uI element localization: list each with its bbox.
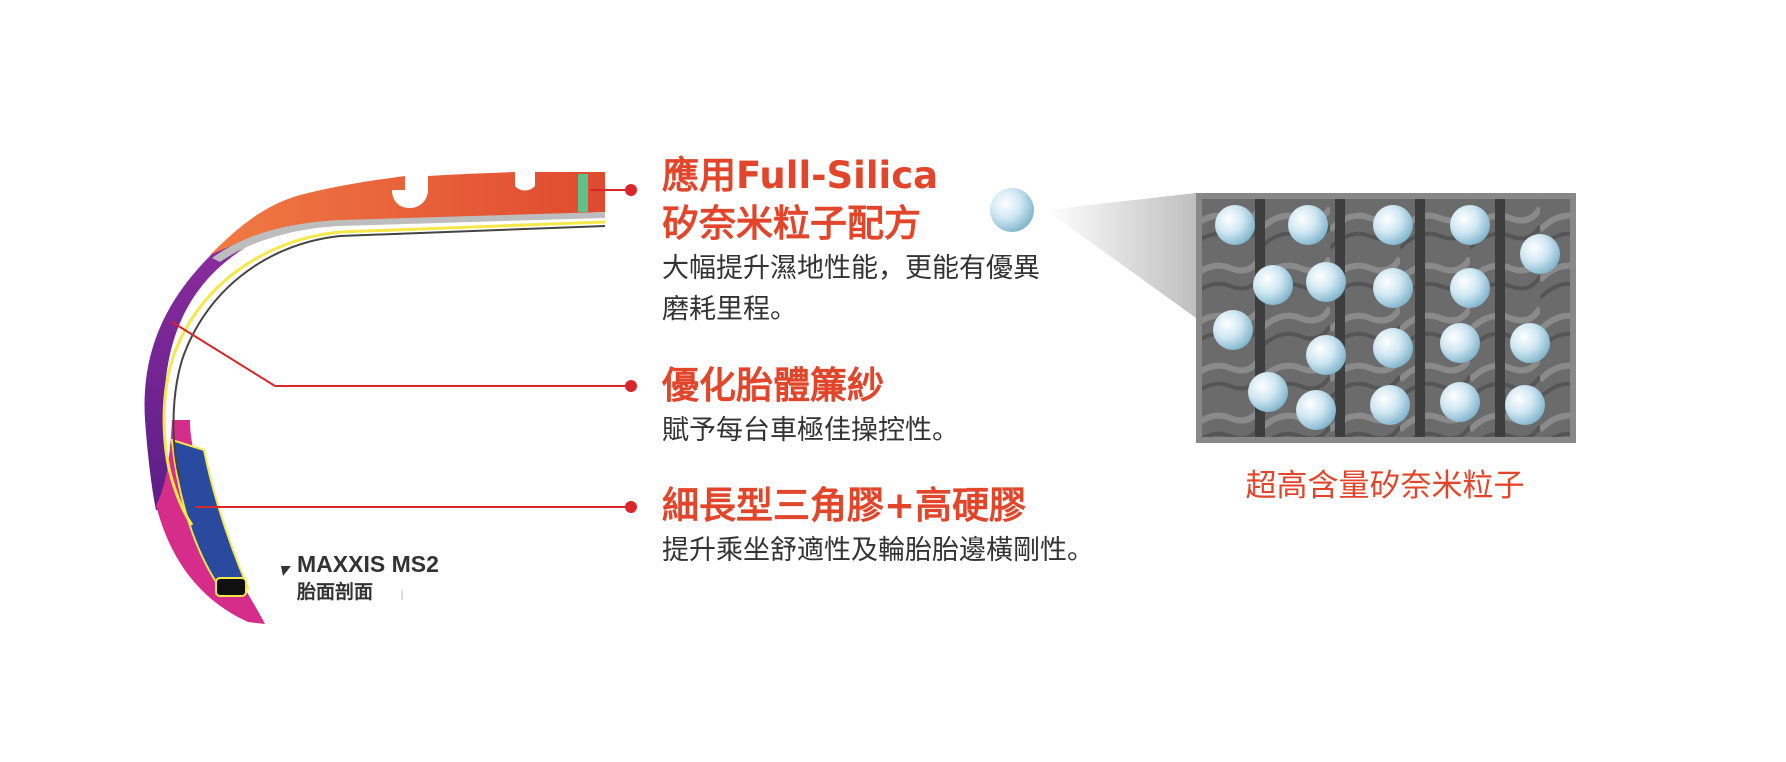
silica-sphere-icon	[1510, 323, 1550, 363]
triangle-pointer-icon	[281, 566, 291, 576]
tire-bead-core	[215, 577, 247, 597]
silica-sphere-icon	[990, 188, 1034, 232]
tread-groove	[1335, 199, 1345, 437]
silica-caption: 超高含量矽奈米粒子	[1245, 468, 1525, 504]
feature-description-line: 賦予每台車極佳操控性。	[662, 415, 959, 446]
feature-title-line: 優化胎體簾紗	[662, 364, 884, 407]
tire-tread	[210, 172, 605, 255]
zoom-cone	[1046, 193, 1196, 318]
tread-groove	[1495, 199, 1505, 437]
silica-sphere-icon	[1288, 205, 1328, 245]
silica-sphere-icon	[1450, 268, 1490, 308]
feature-carcass: 優化胎體簾紗 賦予每台車極佳操控性。	[662, 362, 959, 451]
tire-tread-marker	[578, 174, 588, 212]
silica-zoom	[990, 188, 1196, 318]
silica-sphere-icon	[1373, 328, 1413, 368]
tire-bead-filler	[170, 438, 250, 590]
tire-carcass-line	[162, 220, 606, 526]
tread-groove	[1415, 199, 1425, 437]
silica-sphere-icon	[1306, 262, 1346, 302]
tire-sidewall	[144, 225, 262, 510]
tire-belt-layer	[212, 212, 605, 262]
silica-sphere-icon	[1373, 268, 1413, 308]
feature-title-line: 應用Full-Silica	[662, 154, 939, 197]
feature-silica: 應用Full-Silica 矽奈米粒子配方 大幅提升濕地性能，更能有優異 磨耗里…	[662, 152, 1040, 330]
feature-bead-filler: 細長型三角膠+高硬膠 提升乘坐舒適性及輪胎胎邊橫剛性。	[662, 482, 1094, 571]
silica-sphere-icon	[1450, 205, 1490, 245]
feature-title-line: 矽奈米粒子配方	[662, 202, 921, 245]
tread-photo	[1196, 193, 1576, 443]
leader-line-carcass	[171, 321, 630, 387]
tire-inner-liner	[172, 225, 606, 481]
silica-sphere-icon	[1306, 335, 1346, 375]
silica-particles	[1213, 205, 1560, 430]
silica-sphere-icon	[1373, 205, 1413, 245]
silica-sphere-icon	[1253, 265, 1293, 305]
red-dot-marker-icon	[625, 501, 637, 513]
red-dot-marker-icon	[625, 380, 637, 392]
tire-cross-section	[144, 172, 606, 624]
silica-sphere-icon	[1505, 385, 1545, 425]
silica-sphere-icon	[1215, 205, 1255, 245]
silica-sphere-icon	[1296, 390, 1336, 430]
tire-model-label: MAXXIS MS2	[297, 551, 439, 577]
silica-sphere-icon	[1370, 385, 1410, 425]
tread-groove	[1255, 199, 1265, 437]
silica-sphere-icon	[1440, 382, 1480, 422]
leader-lines	[171, 184, 637, 513]
silica-sphere-icon	[1440, 323, 1480, 363]
feature-description-line: 提升乘坐舒適性及輪胎胎邊橫剛性。	[662, 535, 1094, 566]
tire-section-caption: 胎面剖面	[297, 581, 374, 603]
silica-sphere-icon	[1520, 234, 1560, 274]
silica-sphere-icon	[1213, 310, 1253, 350]
feature-description-line: 大幅提升濕地性能，更能有優異	[662, 253, 1040, 284]
silica-sphere-icon	[1248, 372, 1288, 412]
feature-title-line: 細長型三角膠+高硬膠	[662, 484, 1027, 527]
red-dot-marker-icon	[625, 184, 637, 196]
feature-description-line: 磨耗里程。	[662, 294, 797, 325]
